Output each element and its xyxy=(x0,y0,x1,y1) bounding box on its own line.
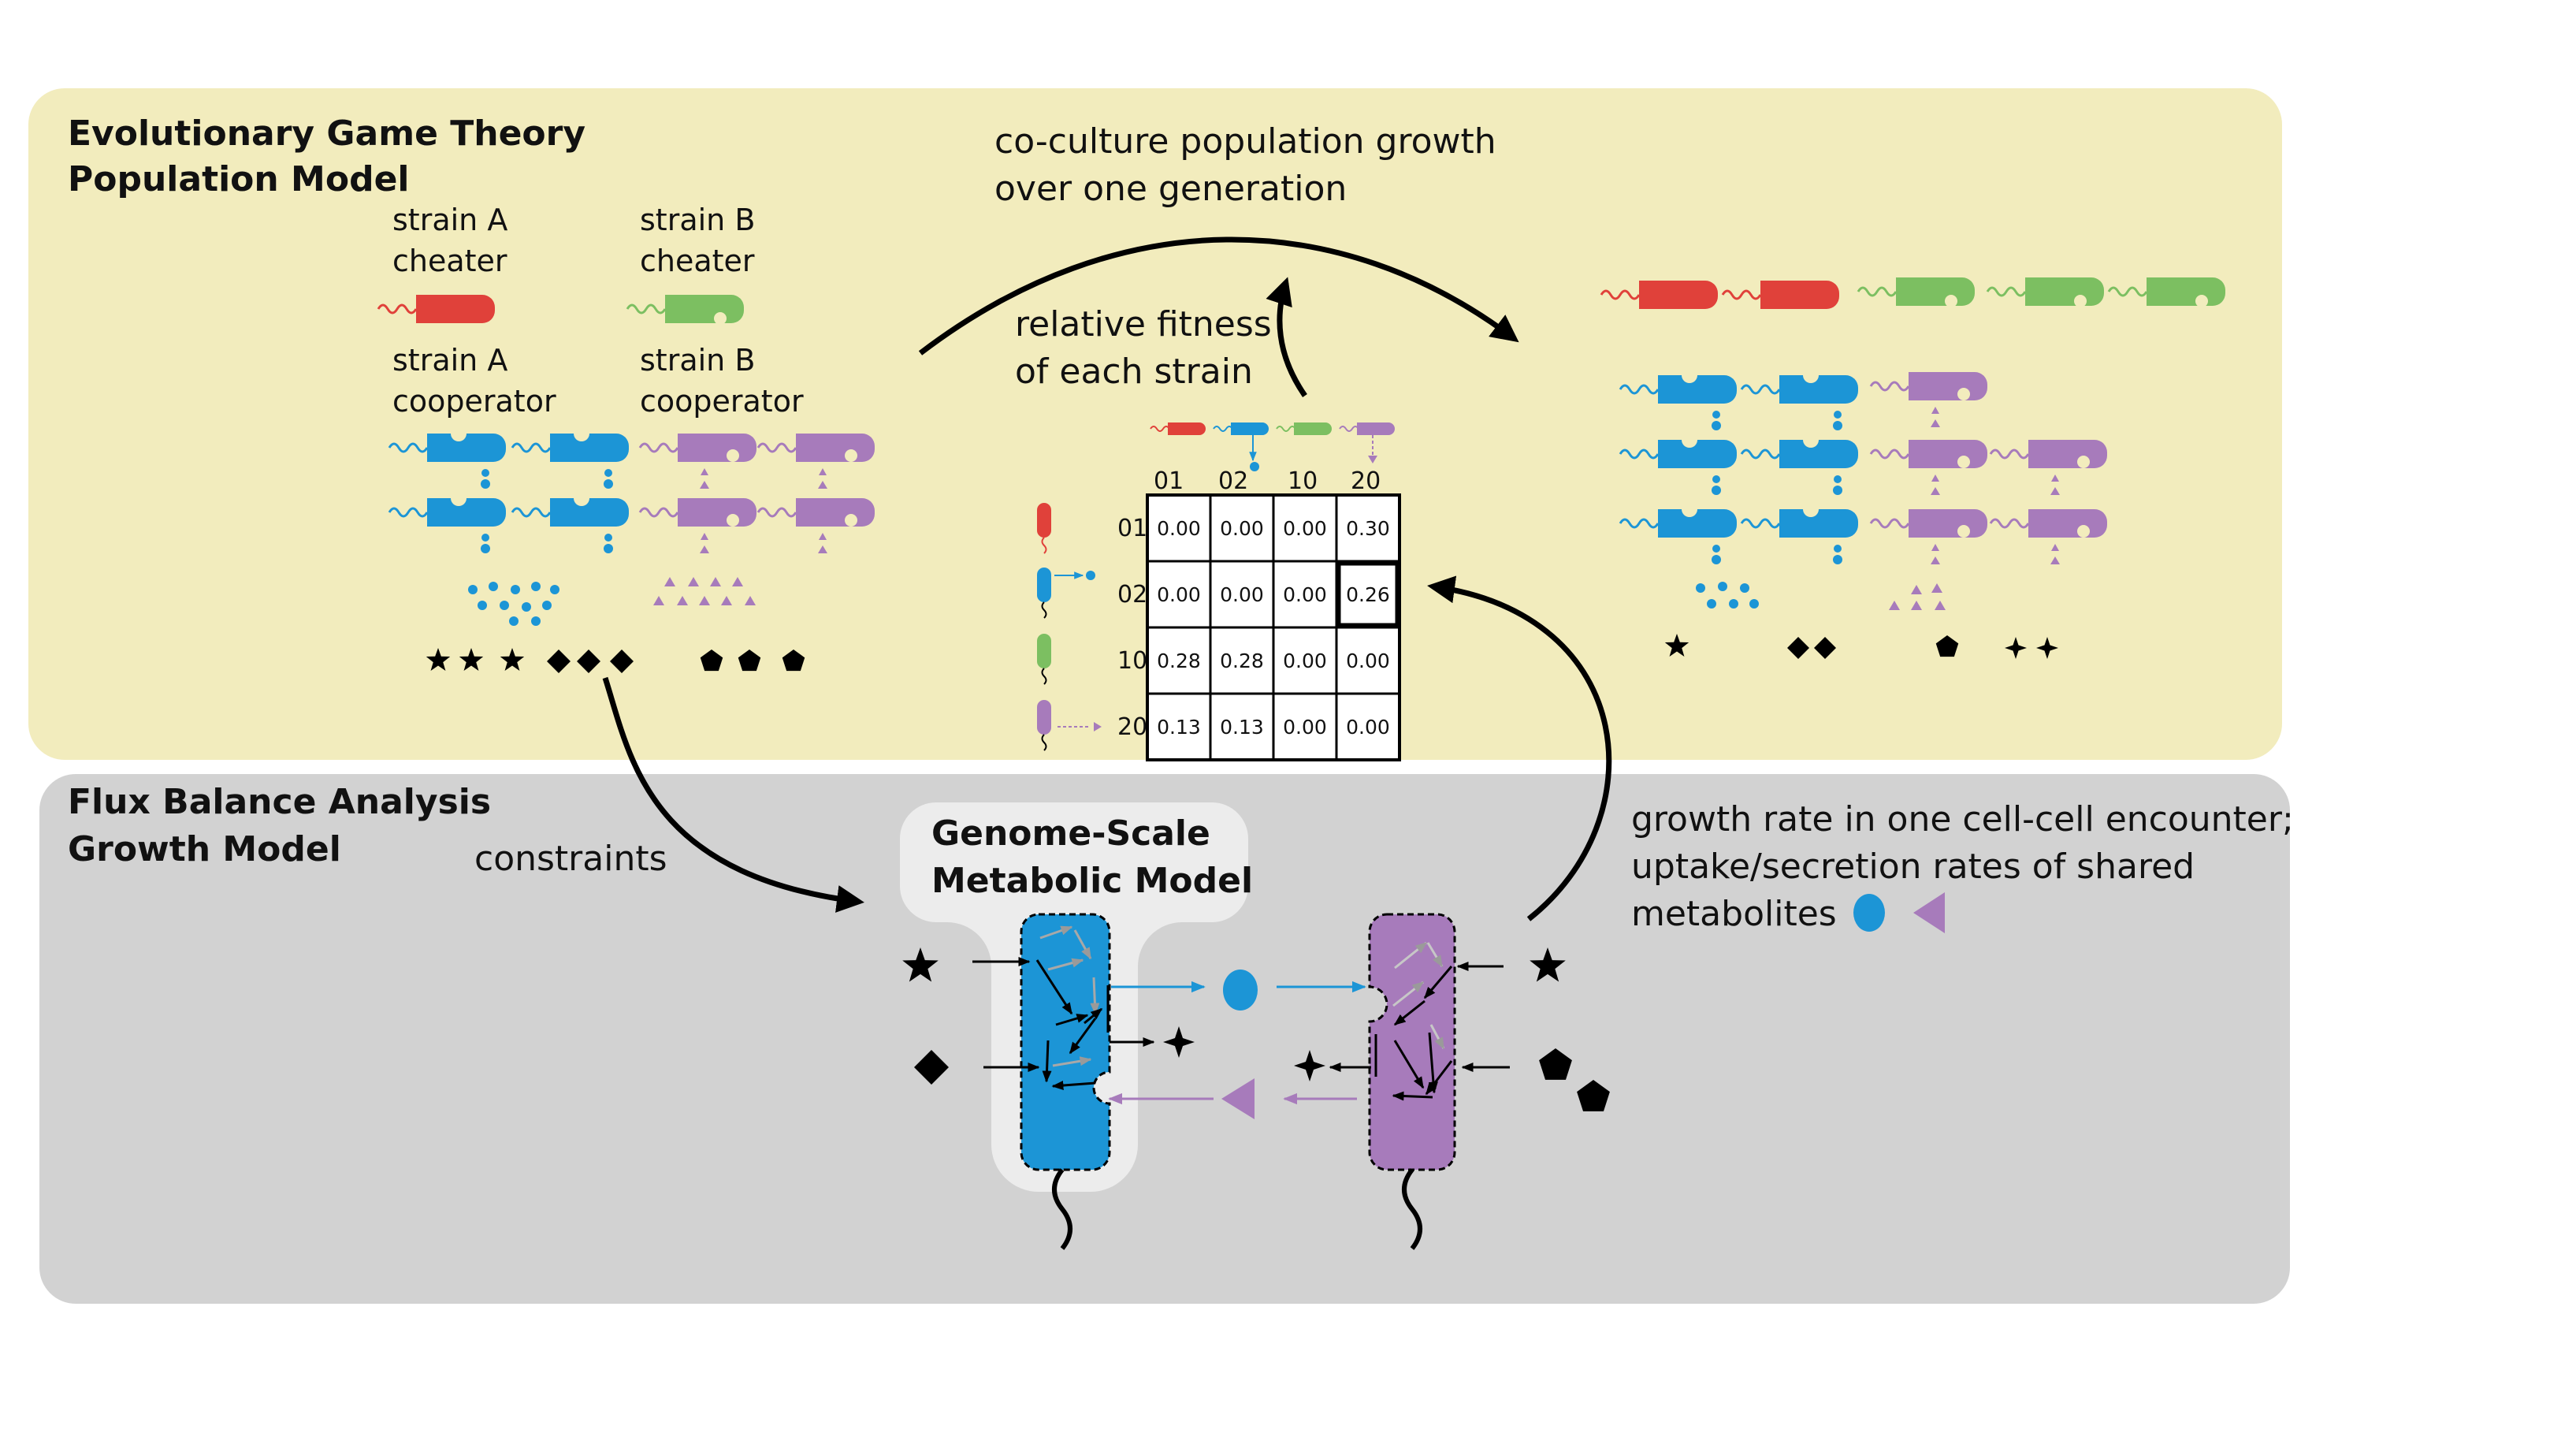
matrix-cell: 0.13 xyxy=(1220,716,1264,739)
top-panel xyxy=(28,88,2282,760)
matrix-column-icons xyxy=(1150,422,1395,471)
matrix-cell: 0.30 xyxy=(1346,517,1390,540)
coculture-arrow xyxy=(918,236,1519,355)
matrix-cell: 0.26 xyxy=(1346,583,1390,606)
matrix-cell: 0.00 xyxy=(1157,517,1201,540)
bottom-panel-title: Flux Balance Analysis Growth Model xyxy=(68,782,503,869)
gsmm-label: Genome-Scale Metabolic Model xyxy=(931,813,1253,901)
matrix-col-header: 02 xyxy=(1218,467,1248,495)
legend-strain-b-cheater: strain B cheater xyxy=(640,203,765,278)
triangle-metabolite-icon xyxy=(1221,1078,1255,1119)
matrix-cell: 0.00 xyxy=(1220,583,1264,606)
growth-rate-arrow xyxy=(1427,575,1612,921)
growth-rate-label: growth rate in one cell-cell encounter; … xyxy=(1631,799,2305,934)
matrix-row-header: 10 xyxy=(1117,647,1147,675)
matrix-col-header: 01 xyxy=(1154,467,1184,495)
circle-metabolite-icon xyxy=(468,582,559,626)
matrix-cell: 0.00 xyxy=(1283,583,1327,606)
matrix-row-header: 20 xyxy=(1117,713,1147,741)
matrix-cell: 0.00 xyxy=(1346,650,1390,672)
matrix-cell: 0.00 xyxy=(1346,716,1390,739)
relative-fitness-label: relative fitness of each strain xyxy=(1015,304,1283,392)
bottom-panel xyxy=(39,774,2290,1304)
next-generation-population xyxy=(1600,276,2227,659)
coculture-label: co-culture population growth over one ge… xyxy=(994,121,1507,209)
matrix-col-header: 20 xyxy=(1351,467,1381,495)
legend-strain-a-cheater: strain A cheater xyxy=(392,203,517,278)
circle-metabolite-icon xyxy=(1223,970,1258,1011)
fitness-arrow xyxy=(1266,277,1307,397)
matrix-grid: 0.00 0.00 0.00 0.30 0.00 0.00 0.00 0.26 0.28 0.28… xyxy=(1146,493,1401,761)
matrix-cell: 0.00 xyxy=(1283,716,1327,739)
triangle-metabolite-icon xyxy=(653,577,756,605)
matrix-cell: 0.00 xyxy=(1283,650,1327,672)
top-panel-title: Evolutionary Game Theory Population Mode… xyxy=(68,114,597,199)
matrix-row-header: 01 xyxy=(1117,515,1147,542)
matrix-cell: 0.28 xyxy=(1220,650,1264,672)
circle-metabolite-icon xyxy=(1696,582,1759,609)
triangle-metabolite-icon xyxy=(1913,892,1945,933)
bacterium-icon xyxy=(1368,913,1456,1250)
fitness-matrix: 01 02 10 20 01 02 10 20 0.00 0.00 0.00 0.30… xyxy=(1037,422,1401,761)
matrix-highlight-cell xyxy=(1335,560,1401,629)
legend-strain-a-cooperator: strain A cooperator xyxy=(392,343,556,419)
matrix-cell: 0.00 xyxy=(1220,517,1264,540)
constraints-label: constraints xyxy=(474,839,667,879)
matrix-cell: 0.00 xyxy=(1283,517,1327,540)
matrix-cell: 0.13 xyxy=(1157,716,1201,739)
constraints-arrow xyxy=(602,676,864,913)
bacterium-icon xyxy=(1020,913,1111,1250)
matrix-cell: 0.00 xyxy=(1157,583,1201,606)
matrix-row-icons xyxy=(1037,503,1102,751)
flux-exchanges xyxy=(902,947,1610,1119)
initial-population xyxy=(388,432,876,673)
triangle-metabolite-icon xyxy=(1889,583,1946,610)
circle-metabolite-icon xyxy=(1853,894,1885,932)
matrix-col-header: 10 xyxy=(1288,467,1318,495)
matrix-row-header: 02 xyxy=(1117,581,1147,609)
legend-strain-b-cooperator: strain B cooperator xyxy=(640,343,804,419)
matrix-cell: 0.28 xyxy=(1157,650,1201,672)
